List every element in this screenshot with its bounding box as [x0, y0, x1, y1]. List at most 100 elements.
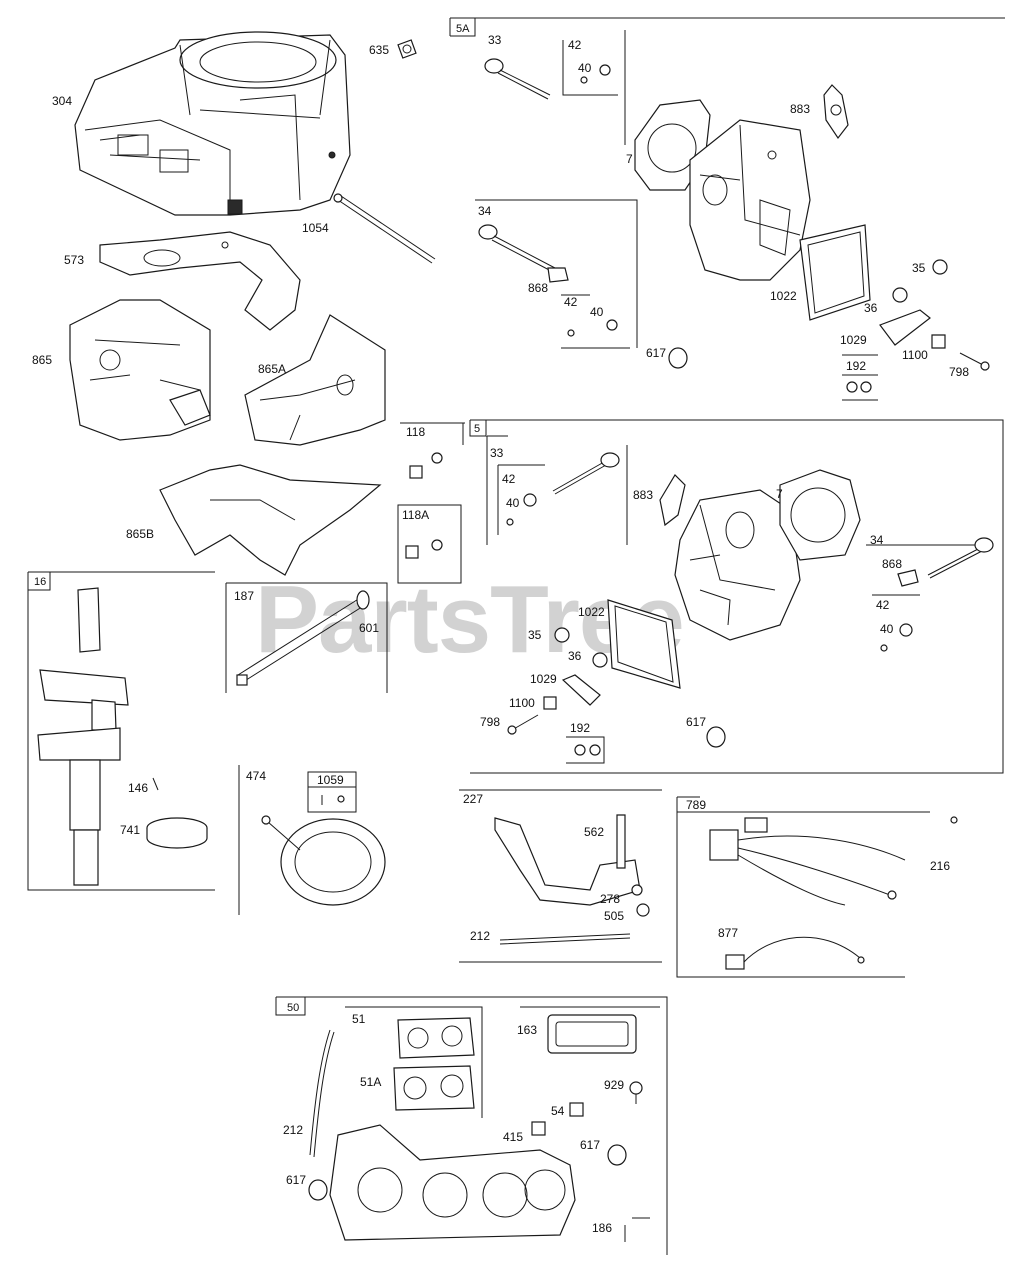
- frame-227: [459, 789, 662, 963]
- callout-5-1100: 1100: [509, 696, 535, 710]
- rod-1054: [333, 193, 436, 264]
- callout-5-868: 868: [882, 557, 903, 571]
- group-label-5a: 5A: [456, 23, 470, 35]
- frame-5-sub33: [486, 435, 508, 545]
- frame-5a-sub34: [475, 199, 638, 349]
- callout-562: 562: [584, 825, 605, 839]
- seals-617-50: [308, 1144, 627, 1201]
- callout-5-883: 883: [633, 488, 654, 502]
- plate-865b: [159, 464, 382, 576]
- callout-1059: 1059: [317, 773, 344, 787]
- keepers-42-40-5a: [580, 64, 611, 84]
- bolt-929: [629, 1081, 643, 1104]
- frame-5a: [449, 17, 1005, 37]
- gasket-7-5: [779, 469, 861, 561]
- frame-1059: [307, 771, 357, 813]
- callout-118a: 118A: [402, 508, 430, 522]
- callout-5a-883: 883: [790, 102, 811, 116]
- shroud-865: [69, 299, 211, 441]
- callout-5a-42b: 42: [564, 295, 578, 309]
- callout-5-40: 40: [506, 496, 520, 510]
- valve-33-5: [552, 452, 620, 495]
- callout-5a-798: 798: [949, 365, 970, 379]
- callout-187: 187: [234, 589, 255, 603]
- callout-5-7: 7: [776, 487, 783, 501]
- callout-146: 146: [128, 781, 149, 795]
- fasteners-118a: [405, 539, 443, 559]
- callout-216: 216: [930, 859, 951, 873]
- callout-5-1029: 1029: [530, 672, 557, 686]
- bolts-1100-798-5: [507, 696, 557, 735]
- callout-5-35: 35: [528, 628, 542, 642]
- callout-5-33: 33: [490, 446, 504, 460]
- group-label-16: 16: [34, 576, 47, 588]
- harness-789: [709, 816, 958, 906]
- callout-601: 601: [359, 621, 380, 635]
- frame-50: [275, 996, 668, 1255]
- callout-929: 929: [604, 1078, 625, 1092]
- manifold: [329, 1124, 576, 1241]
- gasket-163: [547, 1014, 637, 1054]
- rocker-35-36-5a: [879, 259, 948, 346]
- callout-505: 505: [604, 909, 625, 923]
- frame-16: [27, 571, 215, 891]
- callout-865a: 865A: [258, 362, 287, 376]
- screws-1059: [321, 795, 345, 805]
- frame-187: [225, 582, 388, 693]
- fasteners-118: [409, 452, 443, 479]
- callout-50-617-right: 617: [580, 1138, 601, 1152]
- callout-5-42b: 42: [876, 598, 890, 612]
- wire-877: [725, 936, 865, 970]
- frame-118: [400, 422, 465, 445]
- frame-118a: [397, 504, 462, 584]
- callout-304: 304: [52, 94, 73, 108]
- frame-789: [676, 796, 930, 978]
- stator-474: [261, 815, 386, 906]
- frame-5a-sub192: [842, 354, 878, 401]
- valve-34-5a: [478, 224, 569, 283]
- rod-212: [499, 933, 631, 945]
- nut-192-5: [574, 744, 601, 756]
- callout-5a-36: 36: [864, 301, 878, 315]
- screw-635: [397, 39, 417, 59]
- valve-33-5a: [484, 58, 551, 100]
- gasket-51: [397, 1017, 475, 1059]
- callout-789: 789: [686, 798, 707, 812]
- callout-227: 227: [463, 792, 484, 806]
- callout-5a-40b: 40: [590, 305, 604, 319]
- callout-877: 877: [718, 926, 739, 940]
- callout-5a-34: 34: [478, 204, 492, 218]
- callout-5a-617: 617: [646, 346, 667, 360]
- callout-118: 118: [406, 425, 426, 439]
- callout-5-40b: 40: [880, 622, 894, 636]
- frame-5-sub42: [497, 464, 545, 535]
- callout-5a-1029: 1029: [840, 333, 867, 347]
- tube-212-50: [309, 1029, 335, 1158]
- callout-415: 415: [503, 1130, 524, 1144]
- bracket-227: [494, 814, 650, 917]
- seal-617-5: [706, 726, 726, 748]
- callout-5a-868: 868: [528, 281, 549, 295]
- callout-474: 474: [246, 769, 267, 783]
- fittings-54-415: [531, 1102, 584, 1136]
- valve-34-5: [897, 537, 994, 587]
- callout-5-34: 34: [870, 533, 884, 547]
- keepers-42-40-5: [506, 493, 537, 526]
- bolts-1100-798-5a: [931, 334, 990, 371]
- gasket-883-5: [659, 474, 686, 527]
- frame-5a-sub42: [562, 40, 618, 96]
- callout-5a-35: 35: [912, 261, 926, 275]
- baffle-573: [99, 231, 301, 331]
- pin-146: [152, 777, 159, 791]
- frame-5-sub192: [566, 736, 605, 764]
- callout-5a-33: 33: [488, 33, 502, 47]
- tube-187: [236, 590, 370, 686]
- shroud-865a: [244, 314, 386, 446]
- callout-54: 54: [551, 1104, 565, 1118]
- gasket-1022-5a: [799, 224, 871, 321]
- callout-5-36: 36: [568, 649, 582, 663]
- rocker-35-36-5: [554, 627, 608, 706]
- gasket-51a: [393, 1065, 475, 1111]
